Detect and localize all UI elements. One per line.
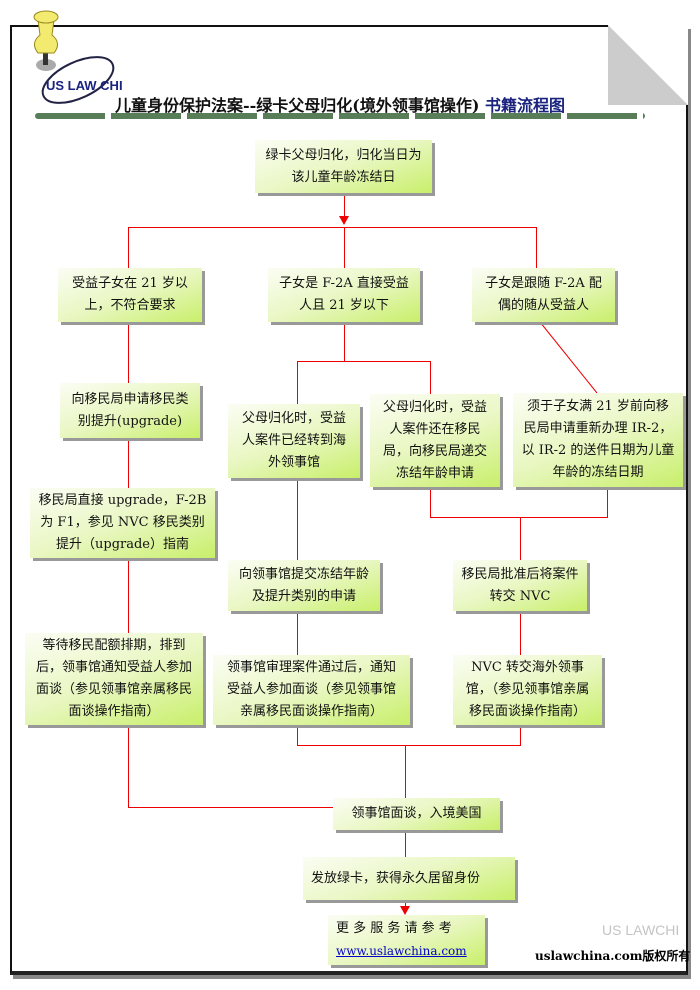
step-case-at-uscis: 父母归化时，受益人案件还在移民局，向移民局递交冻结年龄申请 (370, 394, 500, 487)
arrow-down-icon (400, 906, 410, 915)
connector (536, 227, 537, 268)
copyright-footer: uslawchina.com版权所有 (535, 949, 691, 963)
step-green-card: 发放绿卡，获得永久居留身份 (303, 857, 515, 900)
connector (430, 517, 608, 518)
connector (297, 745, 521, 746)
svg-text:US LAW CHINA: US LAW CHINA (46, 78, 123, 93)
connector (128, 227, 537, 228)
website-link[interactable]: www.uslawchina.com (336, 944, 467, 958)
connector (607, 487, 608, 518)
more-info-label: 更 多 服 务 请 参 考 (336, 921, 452, 936)
step-interview: 领事馆面谈，入境美国 (333, 798, 500, 830)
connector (297, 361, 431, 362)
step-start: 绿卡父母归化，归化当日为该儿童年龄冻结日 (255, 140, 432, 193)
step-upgrade-direct: 移民局直接 upgrade，F-2B 为 F1，参见 NVC 移民类别提升（up… (30, 488, 215, 558)
step-nvc-transfer: NVC 转交海外领事馆，（参见领事馆亲属移民面谈操作指南） (453, 655, 602, 725)
connector (520, 517, 521, 746)
arrow-down-icon (339, 216, 349, 225)
page-title: 儿童身份保护法案--绿卡父母归化(境外领事馆操作) 书籍流程图 (115, 96, 566, 115)
step-over21: 受益子女在 21 岁以上，不符合要求 (58, 268, 202, 322)
pushpin-logo-icon: US LAW CHINA (33, 10, 123, 104)
step-ir2-refile: 须于子女满 21 岁前向移民局申请重新办理 IR-2，以 IR-2 的送件日期为… (513, 393, 683, 487)
step-wait-visa: 等待移民配额排期，排到后，领事馆通知受益人参加面谈（参见领事馆亲属移民面谈操作指… (25, 633, 203, 725)
connector (128, 227, 129, 268)
folded-corner (608, 25, 688, 105)
step-consulate-review: 领事馆审理案件通过后，通知受益人参加面谈（参见领事馆亲属移民面谈操作指南） (213, 655, 410, 725)
step-upgrade-apply: 向移民局申请移民类别提升(upgrade) (60, 383, 200, 438)
connector (128, 807, 333, 808)
step-case-at-consulate: 父母归化时，受益人案件已经转到海外领事馆 (228, 404, 360, 478)
step-uscis-to-nvc: 移民局批准后将案件转交 NVC (453, 560, 587, 611)
connector (297, 361, 298, 746)
connector (128, 322, 129, 808)
watermark-logo-icon: US LAWCHINA (602, 922, 680, 938)
step-consulate-freeze: 向领事馆提交冻结年龄及提升类别的申请 (228, 560, 380, 611)
decorative-divider (35, 113, 645, 119)
connector (405, 900, 406, 908)
connector (344, 227, 345, 268)
step-f2a-derivative: 子女是跟随 F-2A 配偶的随从受益人 (472, 268, 615, 322)
connector (344, 322, 345, 361)
more-info-box: 更 多 服 务 请 参 考 www.uslawchina.com (328, 915, 485, 965)
step-f2a-direct: 子女是 F-2A 直接受益人且 21 岁以下 (268, 268, 420, 322)
svg-text:US LAWCHINA: US LAWCHINA (602, 922, 680, 938)
connector (344, 193, 345, 218)
